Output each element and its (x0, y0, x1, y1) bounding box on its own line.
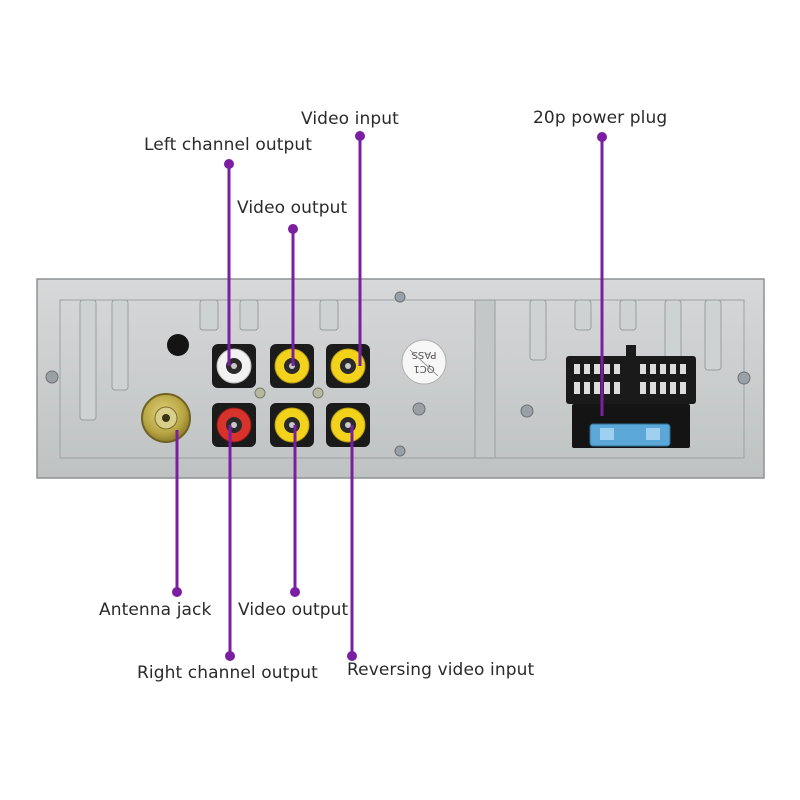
screw-icon (394, 291, 406, 303)
label-reversing-video-input: Reversing video input (347, 660, 535, 680)
label-left-channel-output: Left channel output (144, 135, 313, 155)
rca-jack-right-channel (212, 403, 256, 447)
screw-icon (312, 387, 324, 399)
screw-icon (520, 404, 534, 418)
screw-icon (254, 387, 266, 399)
label-right-channel-output: Right channel output (137, 663, 318, 683)
sticker-line-2: PASS (412, 349, 437, 360)
label-antenna-jack: Antenna jack (99, 600, 212, 620)
rca-jack-left-channel (212, 344, 256, 388)
center-divider (474, 299, 496, 459)
label-video-input: Video input (301, 109, 399, 129)
rca-jack-video-output-bottom (270, 403, 314, 447)
screw-icon (412, 402, 426, 416)
rca-jack-reversing-video-input (326, 403, 370, 447)
sticker-line-1: QC1 (413, 363, 434, 374)
qc-pass-sticker: QC1 PASS (401, 339, 447, 385)
label-video-output-bottom: Video output (238, 600, 349, 620)
screw-icon (737, 371, 751, 385)
screw-icon (394, 445, 406, 457)
mount-hole (167, 334, 189, 356)
screw-icon (45, 370, 59, 384)
right-ribs (529, 299, 722, 371)
label-20p-power-plug: 20p power plug (533, 108, 668, 128)
left-ribs (79, 299, 339, 421)
antenna-jack (141, 393, 191, 443)
label-video-output-top: Video output (237, 198, 348, 218)
